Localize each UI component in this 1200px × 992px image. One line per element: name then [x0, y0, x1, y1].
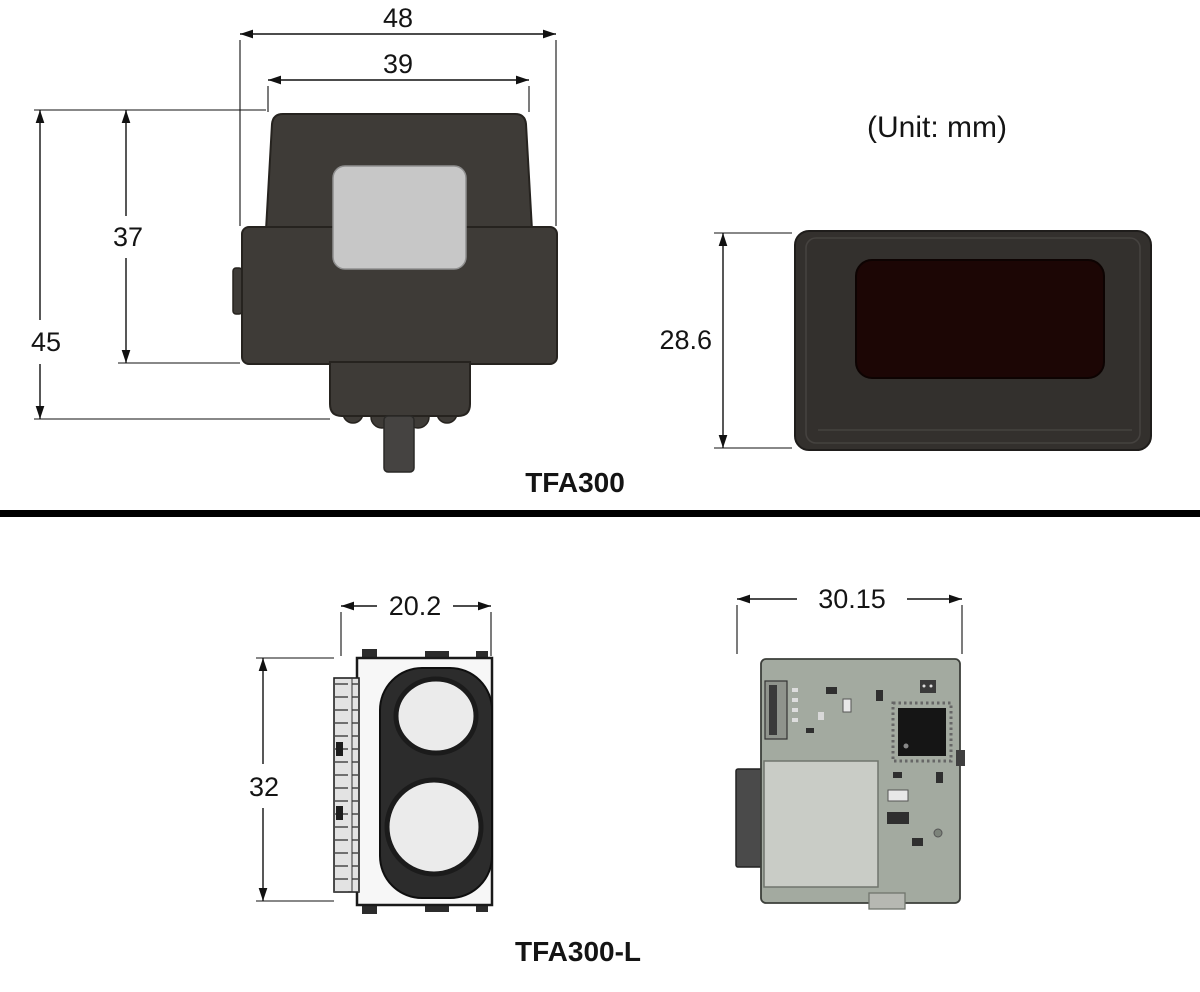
side-optical-window	[855, 259, 1105, 379]
dim-value-37: 37	[113, 222, 143, 252]
pcb-component	[826, 687, 837, 694]
pcb-component	[920, 680, 936, 693]
section-divider	[0, 510, 1200, 517]
dim-value-30-15: 30.15	[818, 584, 886, 614]
pcb-shield	[763, 760, 879, 888]
dim-front-outer-height: 45	[31, 109, 330, 420]
dim-side-height: 28.6	[659, 232, 792, 449]
dim-pcb-width: 30.15	[736, 584, 963, 654]
dim-front-outer-width: 48	[239, 3, 557, 226]
cable	[383, 415, 415, 473]
dim-value-45: 45	[31, 327, 61, 357]
dim-front-inner-height: 37	[113, 110, 240, 364]
pcb-component	[818, 712, 824, 720]
front-neck-block	[329, 361, 471, 417]
dim-value-48: 48	[383, 3, 413, 33]
pcb-component	[887, 812, 909, 824]
side-view-tfa300	[794, 230, 1152, 451]
pcb-component-round	[933, 828, 943, 838]
dim-value-39: 39	[383, 49, 413, 79]
dim-value-28-6: 28.6	[659, 325, 712, 355]
module-pcb-edge-pins	[334, 678, 359, 892]
pcb-top-connector-slot	[769, 685, 777, 735]
pcb-component	[876, 690, 883, 701]
pcb-component	[792, 718, 798, 722]
pcb-component-dot	[929, 684, 933, 688]
pcb-component	[792, 688, 798, 692]
optical-window	[332, 165, 467, 270]
chip-pins	[891, 701, 953, 763]
receiver-lens	[384, 777, 484, 877]
unit-note: (Unit: mm)	[867, 111, 1007, 144]
side-view-tfa300l	[333, 649, 494, 914]
chip-pin1-dot	[903, 743, 909, 749]
pcb-component	[912, 838, 923, 846]
dim-module-width: 20.2	[340, 591, 492, 656]
module-tab	[425, 651, 449, 661]
pcb-view-tfa300l	[735, 658, 965, 910]
model-label-tfa300: TFA300	[525, 467, 625, 498]
pcb-component-dot	[922, 684, 926, 688]
model-label-tfa300l: TFA300-L	[515, 936, 641, 967]
front-view-tfa300	[232, 113, 558, 473]
pcb-component	[936, 772, 943, 783]
module-pcb-component	[336, 806, 343, 820]
pcb-component	[792, 708, 798, 712]
main-chip	[898, 708, 946, 756]
front-left-notch	[232, 267, 243, 315]
pcb-bottom-tab	[868, 892, 906, 910]
pcb-component	[806, 728, 814, 733]
module-tab	[425, 902, 449, 912]
dim-module-height: 32	[249, 657, 334, 902]
pcb-component	[887, 789, 909, 802]
module-tab	[476, 651, 488, 661]
pcb-right-nub	[956, 750, 965, 766]
dim-value-32: 32	[249, 772, 279, 802]
module-pcb-component	[336, 742, 343, 756]
transmitter-lens	[393, 676, 479, 756]
pcb-component	[792, 698, 798, 702]
dim-front-inner-width: 39	[267, 49, 530, 112]
pcb-component	[893, 772, 902, 778]
side-body-inner-edge	[805, 237, 1141, 444]
module-tab	[476, 902, 488, 912]
pcb-component	[842, 698, 852, 713]
dim-value-20-2: 20.2	[389, 591, 442, 621]
